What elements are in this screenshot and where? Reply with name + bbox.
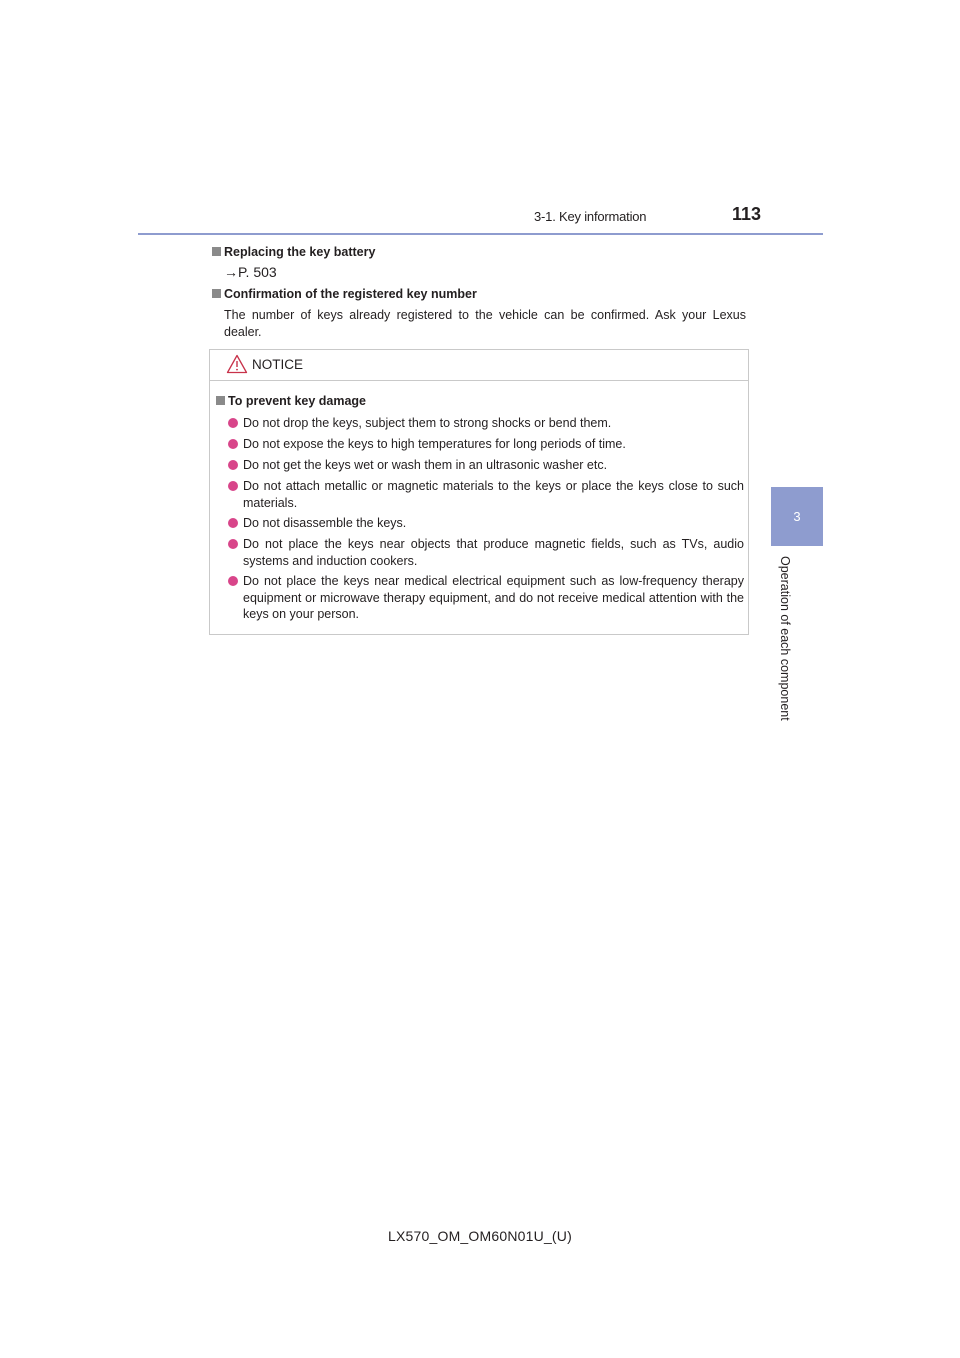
notice-bullet-item: Do not disassemble the keys. (228, 515, 744, 532)
footer-document-code: LX570_OM_OM60N01U_(U) (388, 1228, 572, 1244)
warning-triangle-icon (226, 354, 248, 374)
chapter-number: 3 (793, 509, 801, 524)
notice-bullet-item: Do not expose the keys to high temperatu… (228, 436, 744, 453)
bullet-text: Do not get the keys wet or wash them in … (243, 458, 608, 472)
page-number: 113 (732, 204, 762, 224)
bullet-text: Do not place the keys near medical elect… (243, 574, 744, 621)
chapter-tab: 3 (771, 487, 823, 546)
bullet-dot-icon (228, 481, 238, 491)
notice-heading-text: To prevent key damage (228, 394, 367, 408)
notice-header: NOTICE (210, 350, 748, 381)
notice-bullet-item: Do not attach metallic or magnetic mater… (228, 478, 744, 511)
bullet-dot-icon (228, 418, 238, 428)
bullet-text: Do not disassemble the keys. (243, 516, 407, 530)
chapter-caption: Operation of each component (778, 556, 792, 721)
notice-bullet-item: Do not place the keys near medical elect… (228, 573, 744, 623)
bullet-text: Do not place the keys near objects that … (243, 537, 744, 568)
section-heading-text: Confirmation of the registered key numbe… (224, 287, 477, 301)
bullet-text: Do not expose the keys to high temperatu… (243, 437, 626, 451)
notice-box: NOTICE To prevent key damage Do not drop… (209, 349, 749, 635)
section-body-text: The number of keys already registered to… (224, 308, 746, 339)
notice-bullet-item: Do not place the keys near objects that … (228, 536, 744, 569)
bullet-dot-icon (228, 439, 238, 449)
section-heading-battery: Replacing the key battery (212, 245, 375, 259)
section-heading-text: Replacing the key battery (224, 245, 376, 259)
header-rule (138, 233, 823, 235)
header-section-title: 3-1. Key information (534, 209, 647, 224)
notice-heading: To prevent key damage (216, 394, 366, 408)
bullet-dot-icon (228, 518, 238, 528)
square-bullet-icon (212, 289, 221, 298)
bullet-dot-icon (228, 460, 238, 470)
page-reference-link[interactable]: →P. 503 (224, 264, 277, 280)
square-bullet-icon (216, 396, 225, 405)
bullet-dot-icon (228, 539, 238, 549)
bullet-dot-icon (228, 576, 238, 586)
notice-title: NOTICE (252, 357, 304, 372)
section-heading-key-number: Confirmation of the registered key numbe… (212, 287, 477, 301)
bullet-text: Do not drop the keys, subject them to st… (243, 416, 612, 430)
notice-bullet-item: Do not drop the keys, subject them to st… (228, 415, 744, 432)
bullet-text: Do not attach metallic or magnetic mater… (243, 479, 744, 510)
square-bullet-icon (212, 247, 221, 256)
notice-bullet-item: Do not get the keys wet or wash them in … (228, 457, 744, 474)
